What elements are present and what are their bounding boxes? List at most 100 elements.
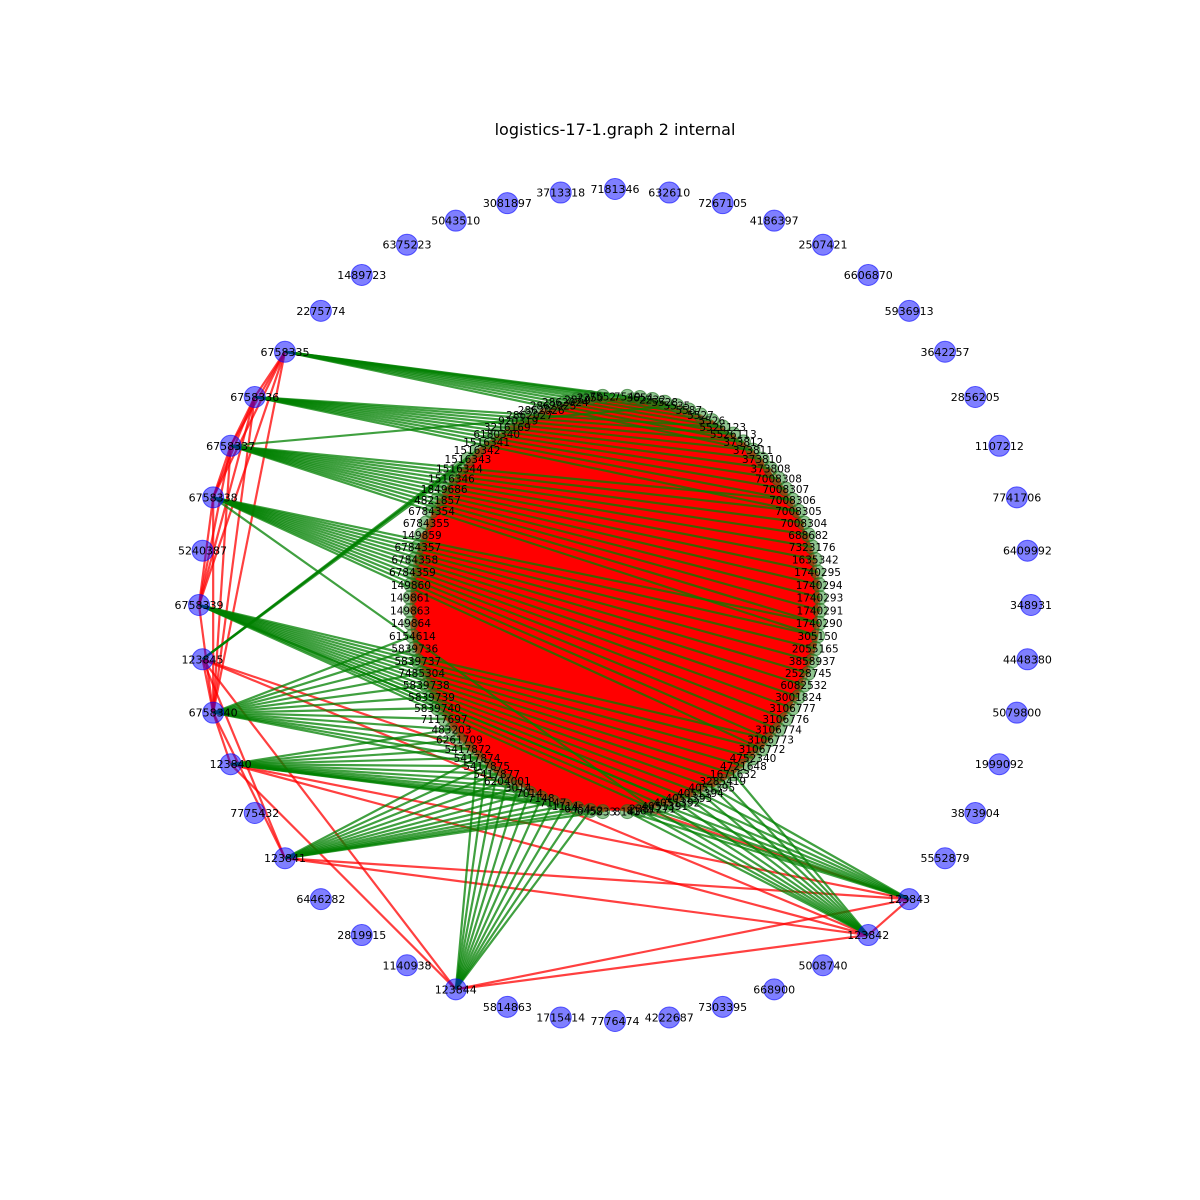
outer-node [711,995,734,1018]
inner-node [489,426,505,442]
inner-node [595,804,611,820]
inner-node-label: 2862025 [530,401,577,413]
inner-node-label: 7008305 [775,506,822,518]
outer-node-label: 2507421 [799,239,848,252]
green-edge [284,772,498,860]
green-edge [230,444,799,513]
outer-node [898,299,921,322]
inner-node-label: 4821857 [414,495,461,507]
green-edge [212,496,805,687]
red-edge [455,933,869,991]
outer-node [763,978,786,1001]
inner-node [489,766,505,782]
core-edge [411,458,469,637]
green-edge [213,711,469,751]
green-edge [198,603,771,741]
outer-node [309,299,332,322]
green-edge [213,711,452,731]
inner-node-label: 3654 [627,393,654,405]
green-edge [212,496,816,650]
green-edge [198,603,713,789]
outer-node [309,888,332,911]
inner-node-label: 920319 [498,416,538,428]
red-edge [201,658,286,859]
inner-node-label: 1740293 [797,593,844,605]
inner-node-label: 6082532 [780,680,827,692]
green-edge [284,792,530,860]
inner-node-label: 3001824 [775,692,822,704]
inner-node [499,419,515,435]
inner-node [715,773,731,789]
inner-node-label: 4721648 [720,761,767,773]
core-edge [436,395,604,709]
inner-node-label: 7008306 [769,495,816,507]
green-edge [213,711,445,721]
inner-node-label: 3106772 [739,744,786,756]
inner-node-label: 305150 [798,631,838,643]
core-edge [540,405,678,799]
inner-node-label: 3106774 [755,724,802,736]
outer-node [658,181,681,204]
inner-node-label: 6452 [577,805,604,817]
inner-node-label: 4051395 [688,782,735,794]
inner-node-label: 1516341 [463,437,510,449]
green-edge [454,787,520,990]
inner-node [715,419,731,435]
inner-node [443,471,459,487]
inner-node-label: 3014 [505,782,532,794]
green-edge [284,350,754,452]
outer-node-label: 1999092 [975,758,1024,771]
green-edge [284,786,519,860]
red-edge [284,857,869,937]
outer-node-label: 3873904 [951,807,1000,820]
inner-node [745,442,761,458]
inner-node-label: 1516342 [454,445,501,457]
core-edge [466,409,543,750]
green-edge [454,766,488,990]
green-edge [212,647,416,714]
outer-node-label: 5552879 [921,852,970,865]
inner-node-label: 4051392 [654,797,701,809]
outer-node [202,486,225,509]
green-edge [230,444,820,586]
green-edge [688,797,910,901]
inner-node-label: 3285419 [699,776,746,788]
green-edge [454,801,555,990]
inner-node-label: 688682 [788,530,828,542]
green-edge [212,496,772,741]
outer-node-label: 1715414 [536,1011,585,1024]
outer-node [549,1006,572,1029]
green-edge [212,496,820,625]
outer-node [202,701,225,724]
outer-node-label: 6758336 [230,391,279,404]
inner-node-label: 7008304 [780,518,827,530]
outer-node [711,192,734,215]
outer-node [243,802,266,824]
inner-node-label: 8164 [627,805,654,817]
outer-node-label: 6446282 [296,893,345,906]
core-edge [409,609,641,812]
outer-node-label: 123844 [435,983,477,996]
outer-node [350,263,373,286]
inner-node-label: 2055165 [792,644,839,656]
inner-node [430,700,446,716]
outer-node [988,434,1011,457]
outer-node-label: 7741706 [992,491,1041,504]
inner-node-label: 1740295 [794,567,841,579]
inner-node [510,413,526,429]
green-edge [284,756,478,860]
core-edge [420,534,488,767]
green-edge [230,444,818,637]
outer-node-label: 123845 [182,653,224,666]
inner-node-label: 373808 [751,464,791,476]
core-edge [589,695,799,812]
green-edge [198,603,744,768]
inner-node [451,461,467,477]
inner-node [436,711,452,727]
green-edge [230,763,578,810]
core-edge [589,433,735,811]
inner-node-label: 8143 [614,807,641,819]
green-edge [254,395,793,501]
